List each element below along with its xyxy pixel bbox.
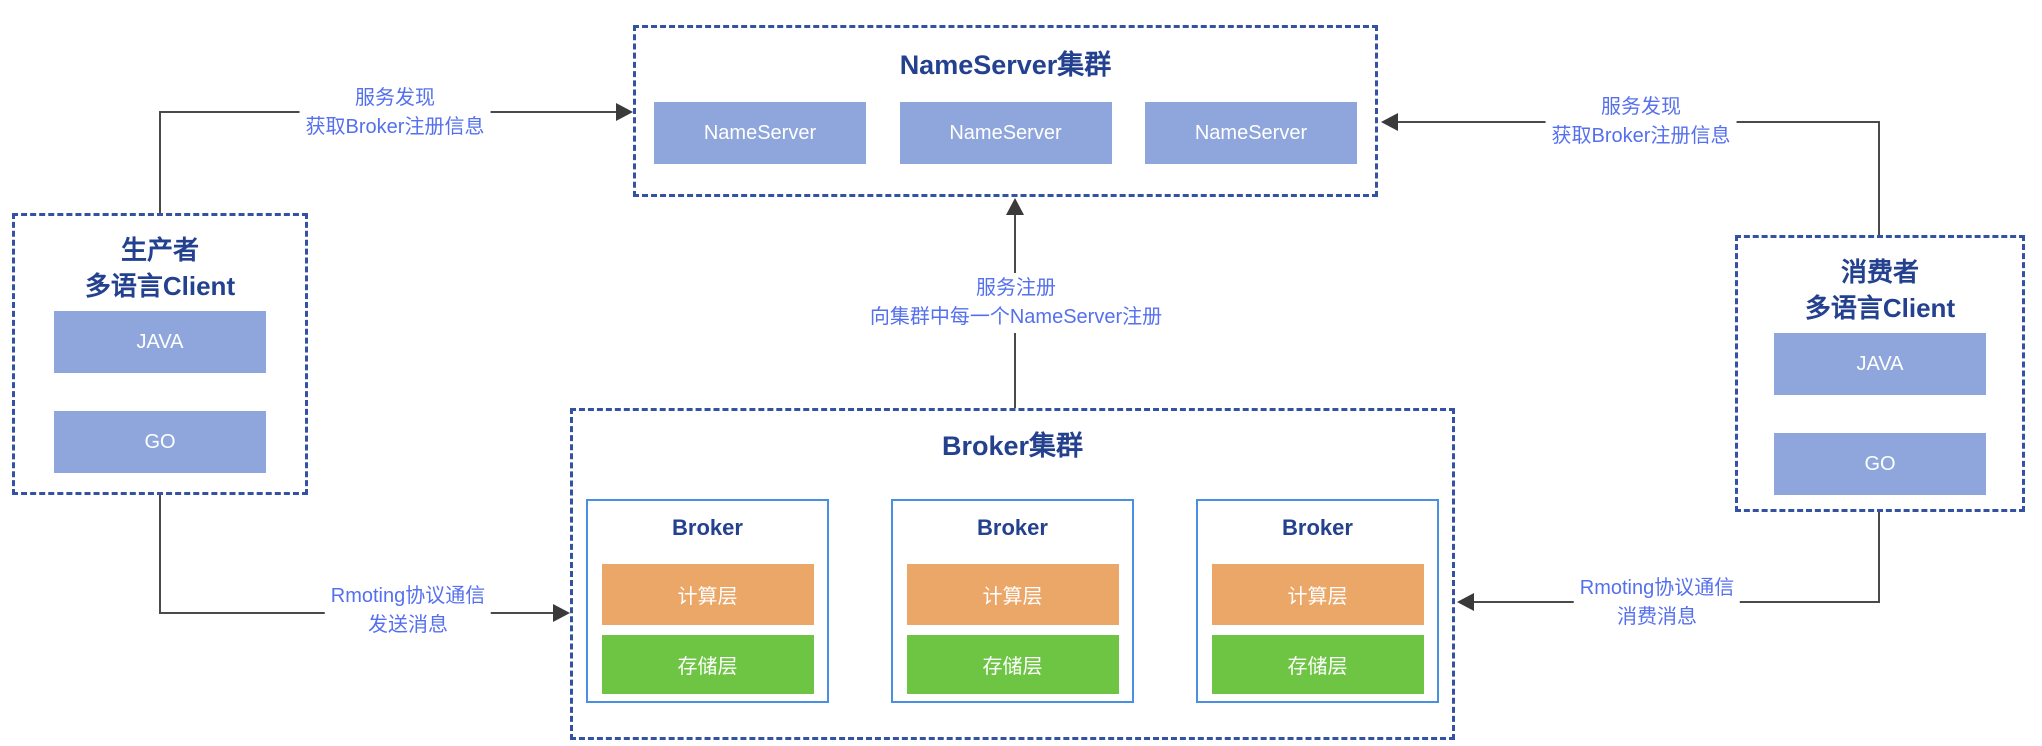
broker-node: Broker 计算层 存储层 xyxy=(586,499,829,703)
nameserver-node: NameServer xyxy=(654,102,866,164)
consumer-nameserver-connector-vertical xyxy=(1878,122,1880,235)
consumer-title-line2: 多语言Client xyxy=(1804,293,1956,323)
broker-compute-layer: 计算层 xyxy=(601,564,814,625)
edge-label-service-discovery-left: 服务发现 获取Broker注册信息 xyxy=(299,83,491,143)
producer-broker-connector-vertical xyxy=(159,495,161,614)
broker-row: Broker 计算层 存储层 Broker 计算层 存储层 Broker 计算层… xyxy=(573,499,1452,703)
broker-storage-layer: 存储层 xyxy=(1211,635,1424,694)
edge-label-line2: 消费消息 xyxy=(1616,606,1697,628)
edge-label-line2: 获取Broker注册信息 xyxy=(305,116,485,138)
nameserver-node: NameServer xyxy=(899,102,1112,164)
broker-storage-layer: 存储层 xyxy=(601,635,814,694)
broker-node: Broker 计算层 存储层 xyxy=(1196,499,1439,703)
nameserver-row: NameServer NameServer NameServer xyxy=(636,102,1375,164)
edge-label-send-message: Rmoting协议通信 发送消息 xyxy=(324,581,492,641)
edge-label-line1: 服务注册 xyxy=(975,277,1056,299)
producer-title: 生产者 多语言Client xyxy=(15,232,305,304)
consumer-broker-arrowhead-icon xyxy=(1457,593,1474,611)
broker-node-title: Broker xyxy=(1282,515,1353,540)
edge-label-line1: Rmoting协议通信 xyxy=(330,585,486,607)
consumer-box: 消费者 多语言Client JAVA GO xyxy=(1735,235,2025,512)
nameserver-cluster-title: NameServer集群 xyxy=(899,50,1112,80)
broker-node-title: Broker xyxy=(977,515,1048,540)
broker-cluster-box: Broker集群 Broker 计算层 存储层 Broker 计算层 存储层 B… xyxy=(570,408,1455,740)
producer-nameserver-connector-vertical xyxy=(159,112,161,213)
edge-label-service-discovery-right: 服务发现 获取Broker注册信息 xyxy=(1545,92,1737,152)
producer-title-line2: 多语言Client xyxy=(84,271,236,301)
broker-nameserver-arrowhead-icon xyxy=(1006,198,1024,215)
broker-node-title: Broker xyxy=(672,515,743,540)
producer-nameserver-arrowhead-icon xyxy=(616,103,633,121)
nameserver-cluster-box: NameServer集群 NameServer NameServer NameS… xyxy=(633,25,1378,197)
producer-client-go: GO xyxy=(54,411,266,473)
broker-cluster-title: Broker集群 xyxy=(941,431,1084,461)
nameserver-node: NameServer xyxy=(1145,102,1357,164)
edge-label-line2: 发送消息 xyxy=(367,614,448,636)
edge-label-line1: 服务发现 xyxy=(1601,96,1681,118)
consumer-title: 消费者 多语言Client xyxy=(1738,254,2022,326)
consumer-title-line1: 消费者 xyxy=(1840,257,1919,287)
producer-box: 生产者 多语言Client JAVA GO xyxy=(12,213,308,495)
producer-client-java: JAVA xyxy=(54,311,266,373)
producer-broker-arrowhead-icon xyxy=(553,604,570,622)
consumer-client-go: GO xyxy=(1774,433,1986,495)
broker-compute-layer: 计算层 xyxy=(1211,564,1424,625)
edge-label-consume-message: Rmoting协议通信 消费消息 xyxy=(1573,573,1741,633)
broker-compute-layer: 计算层 xyxy=(906,564,1119,625)
edge-label-line1: Rmoting协议通信 xyxy=(1579,577,1735,599)
consumer-broker-connector-vertical xyxy=(1878,512,1880,603)
producer-title-line1: 生产者 xyxy=(120,235,199,265)
consumer-nameserver-arrowhead-icon xyxy=(1381,113,1398,131)
edge-label-line2: 获取Broker注册信息 xyxy=(1551,125,1731,147)
broker-node: Broker 计算层 存储层 xyxy=(891,499,1134,703)
broker-storage-layer: 存储层 xyxy=(906,635,1119,694)
edge-label-service-registration: 服务注册 向集群中每一个NameServer注册 xyxy=(863,273,1169,333)
edge-label-line2: 向集群中每一个NameServer注册 xyxy=(869,306,1163,328)
consumer-client-java: JAVA xyxy=(1774,333,1986,395)
edge-label-line1: 服务发现 xyxy=(355,87,435,109)
